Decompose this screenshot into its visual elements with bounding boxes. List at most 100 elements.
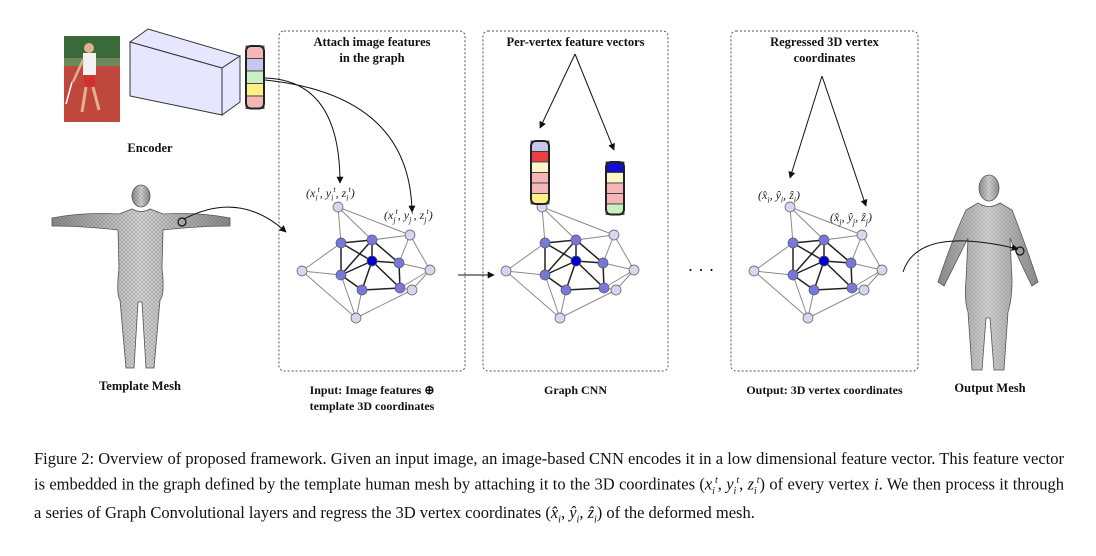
diagram-canvas: [51, 28, 1039, 372]
graph-edge: [603, 269, 635, 289]
graph-vertex: [784, 201, 796, 213]
box3-title-line1: Regressed 3D vertex: [770, 35, 879, 49]
graph-edge: [753, 270, 794, 276]
vector-cell: [530, 151, 550, 163]
graph-edge: [409, 234, 431, 271]
vector-cell: [530, 193, 550, 205]
perv-arrow-right: [574, 53, 615, 151]
graph-edge: [753, 242, 794, 272]
coord-label-i: (xit, yit, zit): [306, 185, 355, 203]
vector-cell: [530, 140, 550, 152]
graph-vertex: [597, 257, 609, 269]
vector-outline: [530, 140, 550, 205]
graph-edge-strong: [575, 239, 604, 264]
graph-edge-strong: [340, 260, 373, 276]
graph3-to-output-arrow: [902, 240, 1019, 273]
output-mesh-figure: [937, 174, 1039, 371]
graph-edge-strong: [575, 260, 605, 289]
dashed-boxes: [278, 30, 919, 372]
graph-vertex: [598, 282, 610, 294]
graph-edge-strong: [361, 287, 401, 291]
graph-vertex: [570, 234, 582, 246]
hat-coord-label-i: (x̂i, ŷi, ẑi): [758, 188, 801, 205]
encoder-to-vertex-i-arrow: [264, 77, 344, 184]
vector-cell: [245, 70, 265, 84]
graph-vertex: [335, 237, 347, 249]
vector-outline: [605, 161, 625, 216]
graph-edge: [559, 289, 617, 319]
graph-vertex: [808, 284, 820, 296]
graph-vertex: [539, 237, 551, 249]
vector-cell: [530, 172, 550, 184]
graph-edge: [753, 270, 809, 319]
graph-edge: [789, 206, 794, 244]
box1-bottom-line1: Input: Image features ⊕: [309, 383, 435, 397]
graph-edge: [337, 206, 411, 236]
regressed-arrow-left: [788, 75, 823, 179]
graph-vertex: [366, 255, 378, 267]
graph-vertex: [539, 269, 551, 281]
box1-title-line2: in the graph: [339, 51, 405, 65]
graph-vertex: [424, 264, 436, 276]
coord-label-j: (xjt, yjt, zjt): [384, 207, 433, 225]
graph-edge: [355, 289, 413, 319]
graph-vertex: [332, 201, 344, 213]
graph-vertex: [554, 312, 566, 324]
graph-vertex: [404, 229, 416, 241]
graph-edge: [851, 269, 883, 289]
graph-edge-strong: [813, 287, 853, 291]
encoder-to-vertex-j-arrow: [264, 79, 416, 213]
graph-edge: [371, 234, 411, 241]
graph-vertex: [356, 284, 368, 296]
vector-cell: [605, 203, 625, 215]
vector-outline: [245, 45, 265, 110]
caption-part1: Figure 2: Overview of proposed framework…: [34, 449, 1064, 493]
encoder-label: Encoder: [127, 141, 173, 155]
ellipsis: · · ·: [687, 260, 715, 280]
graph-edge: [575, 234, 615, 241]
graph-vertex: [876, 264, 888, 276]
graph-vertex: [787, 237, 799, 249]
graph-vertex: [335, 269, 347, 281]
graph-edge: [399, 269, 431, 289]
caption-part3: . We then process it through a series of…: [34, 474, 1065, 522]
vector-cell: [530, 182, 550, 194]
box1-bottom-line2: template 3D coordinates: [309, 399, 435, 413]
vector-cell: [530, 161, 550, 173]
vector-cell: [605, 172, 625, 184]
box3-bottom: Output: 3D vertex coordinates: [746, 383, 903, 397]
graph-edge: [505, 270, 561, 319]
per-vertex-vector-a: [530, 140, 550, 205]
graph-vertex: [856, 229, 868, 241]
caption-part2: of every vertex: [765, 474, 874, 493]
graph-edge: [337, 206, 373, 241]
graph-edge: [613, 234, 635, 271]
graph-vertex: [846, 282, 858, 294]
graph-vertex: [608, 229, 620, 241]
graph-edge-strong: [340, 242, 373, 262]
box2-title: Per-vertex feature vectors: [506, 35, 645, 49]
graph-edge: [541, 206, 546, 244]
perv-arrow-left: [539, 53, 576, 129]
graph-vertex: [787, 269, 799, 281]
box2-bottom: Graph CNN: [543, 383, 607, 397]
vector-cell: [245, 83, 265, 97]
template-to-graph-arrow: [183, 206, 287, 233]
graph-edge: [544, 274, 561, 319]
encoder-feature-vector: [245, 45, 265, 110]
graph-vertex: [610, 284, 622, 296]
per-vertex-vector-b: [605, 161, 625, 216]
graph-vertex: [350, 312, 362, 324]
graph-vertex: [394, 282, 406, 294]
vector-cell: [605, 182, 625, 194]
graph-edge-strong: [544, 260, 577, 276]
graph-edge: [505, 270, 546, 276]
graph-edge: [301, 242, 342, 272]
graph-edge-strong: [823, 239, 852, 264]
graph-vertex: [818, 255, 830, 267]
graph-edge: [823, 234, 863, 241]
vector-cell: [245, 58, 265, 72]
graph-vertex: [845, 257, 857, 269]
input-image: [64, 36, 120, 122]
graph-edge: [541, 206, 615, 236]
